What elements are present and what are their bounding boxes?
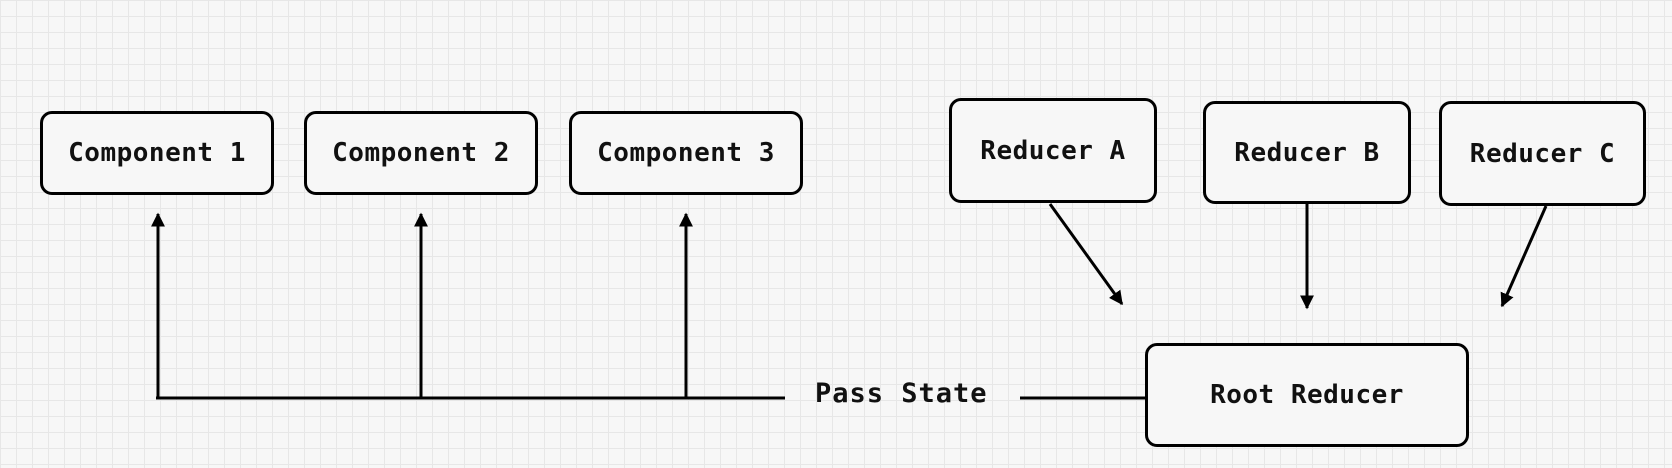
- reducer-a-label: Reducer A: [980, 135, 1126, 166]
- component-1-box: Component 1: [40, 111, 274, 195]
- component-1-label: Component 1: [68, 138, 246, 168]
- reducer-b-label: Reducer B: [1234, 137, 1380, 168]
- component-3-box: Component 3: [569, 111, 803, 195]
- reducer-c-label: Reducer C: [1469, 138, 1616, 169]
- root-reducer-label: Root Reducer: [1210, 380, 1404, 410]
- component-2-box: Component 2: [304, 111, 538, 195]
- component-3-label: Component 3: [597, 138, 775, 168]
- arrow-from-reducer-c: [1500, 205, 1548, 308]
- root-reducer-box: Root Reducer: [1145, 343, 1469, 447]
- reducer-a-box: Reducer A: [949, 98, 1157, 203]
- arrow-from-reducer-a: [1048, 203, 1124, 306]
- component-2-label: Component 2: [332, 138, 510, 168]
- reducer-b-box: Reducer B: [1203, 101, 1411, 204]
- reducer-c-box: Reducer C: [1439, 101, 1646, 206]
- pass-state-label: Pass State: [815, 378, 988, 409]
